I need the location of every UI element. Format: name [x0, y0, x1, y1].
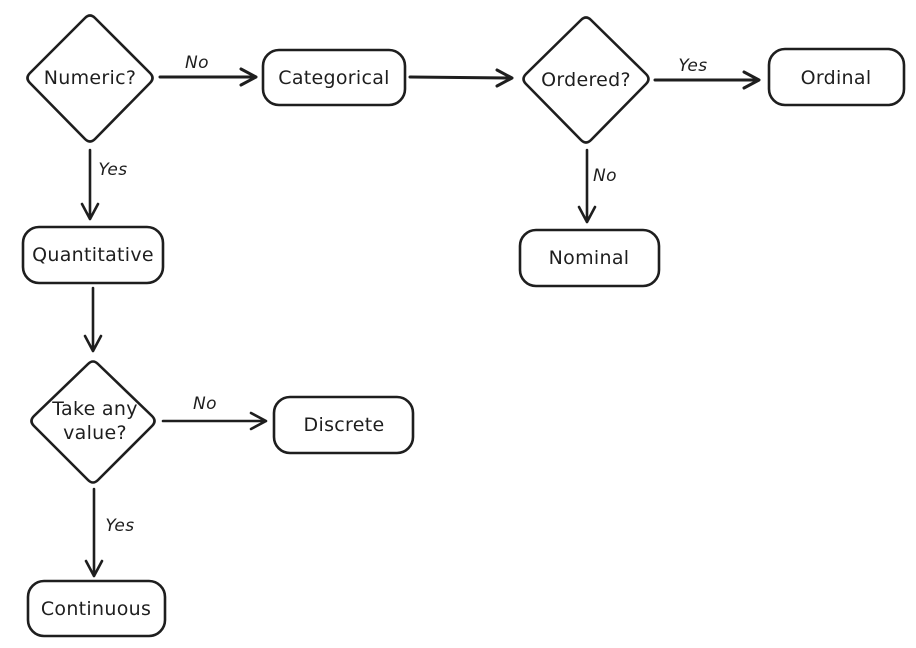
arrow-categorical-to-ordered — [410, 70, 512, 86]
edge-label-numeric-no: No — [184, 53, 210, 73]
continuous-box-shape — [28, 581, 165, 636]
numeric-node-label: Numeric? — [43, 67, 137, 89]
take-any-value-diamond-shape — [32, 362, 155, 483]
arrow-take-any-value-to-discrete — [163, 413, 266, 429]
nominal-node-label: Nominal — [548, 247, 630, 269]
arrow-numeric-to-quantitative — [82, 150, 98, 219]
arrow-quantitative-to-take-any-value — [85, 288, 101, 351]
arrow-ordered-to-ordinal — [655, 72, 759, 88]
categorical-node-label: Categorical — [278, 67, 390, 89]
take-any-value-node-label-line2: value? — [63, 422, 127, 444]
ordinal-node-label: Ordinal — [800, 67, 872, 89]
ordinal-box-shape — [769, 49, 904, 105]
edge-label-numeric-yes: Yes — [98, 160, 128, 180]
discrete-node-label: Discrete — [303, 414, 385, 436]
arrow-numeric-to-categorical — [160, 69, 256, 85]
ordered-node-label: Ordered? — [541, 69, 631, 91]
categorical-box-shape — [263, 50, 405, 105]
edge-label-ordered-yes: Yes — [678, 56, 708, 76]
edge-label-take-any-value-yes: Yes — [105, 516, 135, 536]
discrete-box-shape — [274, 397, 413, 453]
take-any-value-node-label-line1: Take any — [52, 398, 138, 420]
nominal-box-shape — [520, 230, 659, 286]
quantitative-box-shape — [23, 227, 163, 283]
ordered-diamond-shape — [524, 18, 649, 143]
continuous-node-label: Continuous — [40, 598, 152, 620]
take-any-value-node-label: Take any value? — [52, 397, 138, 445]
edge-label-ordered-no: No — [592, 166, 618, 186]
edge-label-take-any-value-no: No — [192, 394, 218, 414]
arrow-take-any-value-to-continuous — [86, 489, 102, 576]
numeric-diamond-shape — [28, 16, 153, 142]
quantitative-node-label: Quantitative — [32, 244, 154, 266]
arrow-ordered-to-nominal — [579, 150, 595, 222]
